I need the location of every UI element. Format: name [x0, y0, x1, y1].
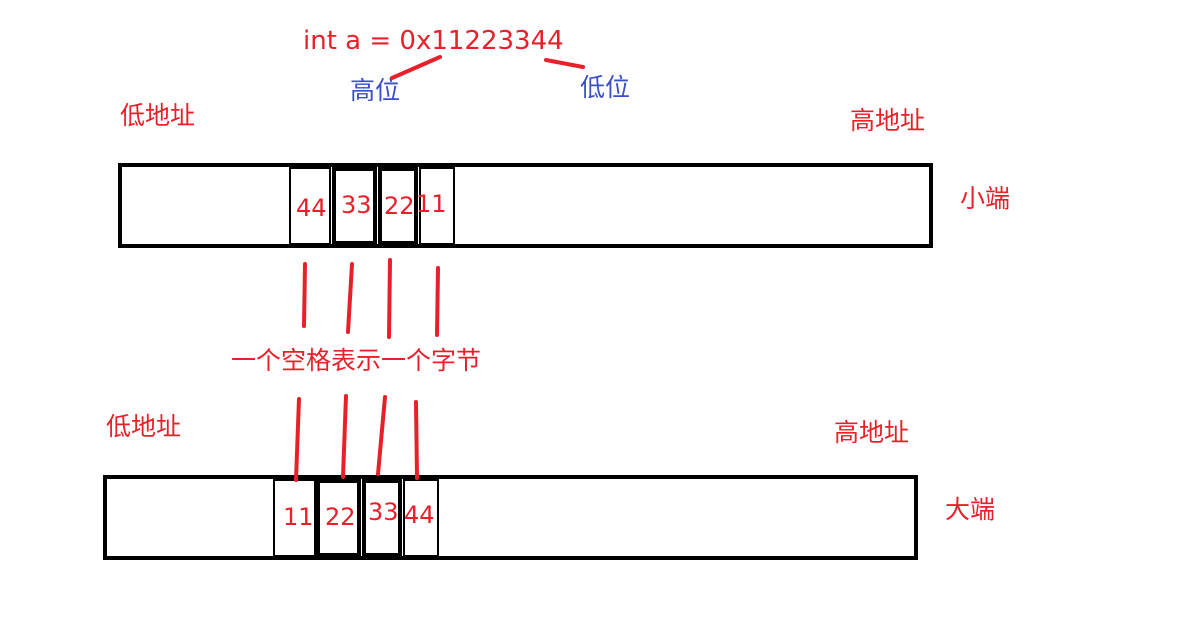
big-endian-byte-cell-4 [403, 479, 439, 557]
little-endian-label: 小端 [960, 184, 1011, 213]
connector-lower-3 [376, 395, 387, 476]
connector-upper-1 [302, 262, 307, 328]
int-expression-prefix: int a = 0x [303, 26, 432, 56]
little-endian-memory-bar [118, 163, 933, 248]
connector-lower-2 [341, 394, 348, 479]
little-endian-low-address-label: 低地址 [120, 101, 196, 130]
int-expression: int a = 0x11223344 [303, 28, 564, 54]
big-endian-high-address-label: 高地址 [834, 418, 910, 447]
big-endian-byte-4: 44 [404, 501, 435, 529]
big-endian-byte-2: 22 [325, 503, 356, 531]
big-endian-label: 大端 [945, 495, 996, 524]
high-order-pointer-line [390, 55, 442, 80]
big-endian-byte-1: 11 [283, 503, 314, 531]
low-order-pointer-line [544, 58, 585, 69]
big-endian-byte-cell-1 [273, 479, 316, 557]
little-endian-byte-2: 33 [341, 191, 372, 219]
big-endian-byte-cell-2 [316, 479, 361, 557]
little-endian-byte-cell-4 [419, 167, 455, 245]
little-endian-byte-cell-1 [289, 167, 331, 245]
big-endian-memory-bar [103, 475, 918, 560]
connector-upper-2 [346, 262, 354, 334]
high-order-label: 高位 [350, 76, 401, 105]
little-endian-byte-4: 11 [416, 190, 447, 218]
connector-lower-1 [294, 397, 301, 482]
little-endian-byte-3: 22 [384, 192, 415, 220]
low-order-label: 低位 [580, 73, 631, 102]
connector-upper-4 [435, 266, 440, 337]
little-endian-high-address-label: 高地址 [850, 106, 926, 135]
int-expression-hex: 11223344 [431, 26, 564, 56]
big-endian-byte-3: 33 [368, 498, 399, 526]
little-endian-byte-1: 44 [296, 194, 327, 222]
byte-note: 一个空格表示一个字节 [231, 346, 482, 375]
big-endian-low-address-label: 低地址 [106, 412, 182, 441]
connector-upper-3 [387, 258, 392, 339]
big-endian-byte-cell-3 [362, 479, 402, 557]
little-endian-byte-cell-2 [332, 167, 377, 245]
connector-lower-4 [414, 400, 419, 480]
little-endian-byte-cell-3 [378, 167, 418, 245]
